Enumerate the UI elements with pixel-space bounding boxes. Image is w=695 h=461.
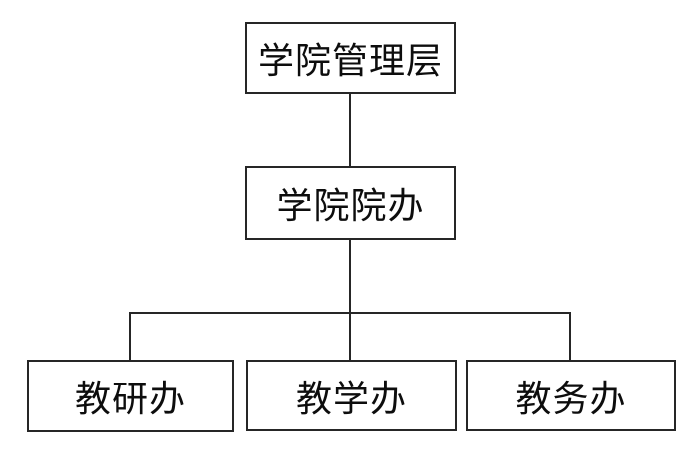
node-teaching-office-label: 教学办 — [295, 378, 407, 420]
connector-management-to-office — [349, 94, 351, 166]
connector-branch-to-academic — [569, 312, 571, 360]
node-college-management: 学院管理层 — [245, 22, 456, 94]
node-teaching-research-office-label: 教研办 — [74, 379, 186, 420]
node-college-office-label: 学院院办 — [276, 186, 425, 227]
node-academic-affairs-office-label: 教务办 — [515, 378, 627, 420]
node-teaching-office: 教学办 — [246, 360, 457, 431]
node-college-office: 学院院办 — [245, 166, 456, 240]
connector-branch-to-teaching — [349, 312, 351, 360]
node-academic-affairs-office: 教务办 — [466, 360, 676, 431]
node-teaching-research-office: 教研办 — [27, 360, 234, 432]
connector-branch-to-research — [129, 312, 131, 360]
node-college-management-label: 学院管理层 — [257, 41, 443, 82]
connector-office-to-branch — [349, 240, 351, 312]
